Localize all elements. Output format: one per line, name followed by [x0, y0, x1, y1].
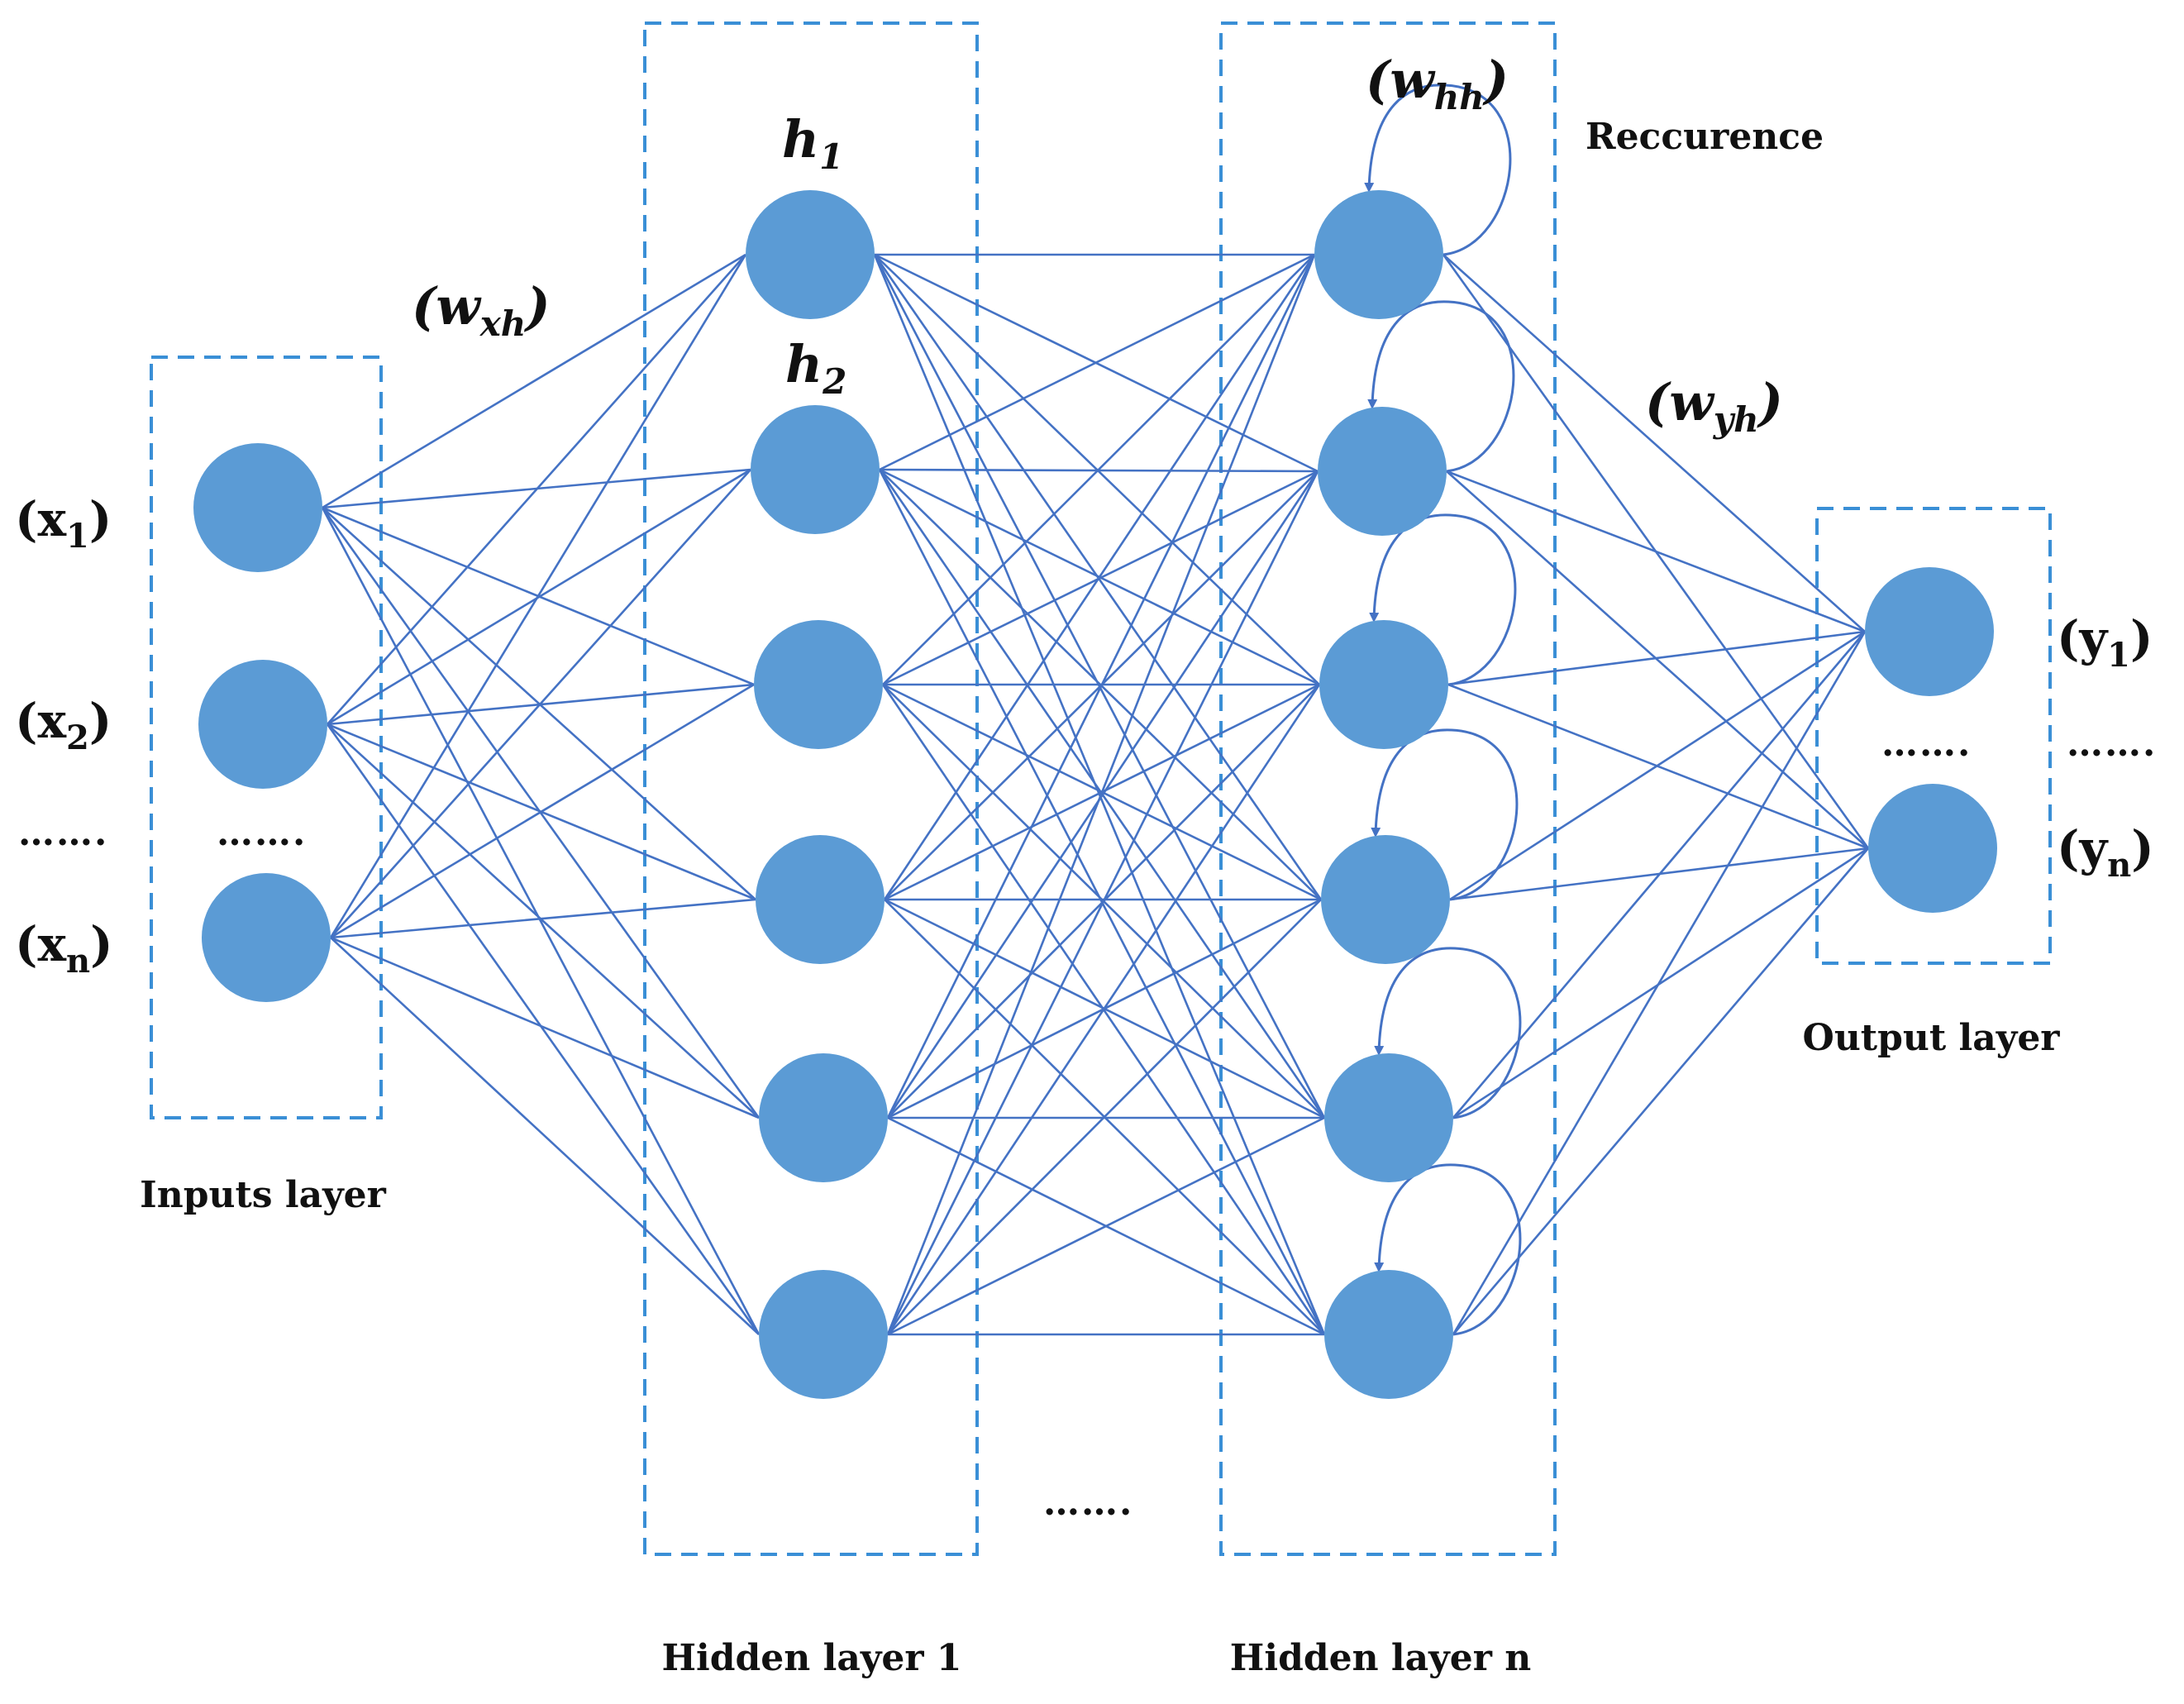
edge-hidden1-hiddenN-6-5 [887, 1116, 1325, 1336]
edge-hidden1-hiddenN-1-6 [873, 254, 1326, 1335]
hidden1-node-4 [756, 835, 885, 964]
hidden-label-h1: h1 [782, 109, 843, 177]
input-label-x1: (x1) [15, 491, 112, 556]
edge-input-hidden1-2-5 [327, 723, 760, 1119]
hiddenN-node-3 [1319, 620, 1448, 749]
edge-input-hidden1-3-2 [330, 469, 751, 938]
hidden1-node-6 [759, 1270, 888, 1399]
recurrence-loop-4 [1371, 728, 1519, 901]
edge-hidden1-hiddenN-2-1 [879, 253, 1315, 471]
ellipsis-output-labels: ……. [2067, 723, 2157, 765]
ellipsis-input-nodes: ……. [217, 812, 307, 854]
hidden-layer-n-label: Hidden layer n [1230, 1637, 1531, 1679]
recurrence-loop-2 [1367, 300, 1515, 473]
edge-hidden1-hiddenN-6-1 [886, 254, 1316, 1335]
edge-hidden1-hiddenN-3-1 [882, 254, 1315, 685]
hidden-layer-1-label: Hidden layer 1 [661, 1637, 961, 1679]
output-label-yn: (yn) [2057, 820, 2154, 885]
recurrence-loop-6 [1374, 1163, 1522, 1336]
ellipsis-output-nodes: ……. [1881, 723, 1972, 765]
recurrence-label: Reccurence [1586, 116, 1824, 158]
edge-hidden1-hiddenN-3-2 [882, 470, 1319, 686]
edges [321, 253, 1870, 1336]
edge-input-hidden1-1-1 [322, 253, 746, 509]
edge-hidden1-hiddenN-6-2 [886, 470, 1319, 1335]
edge-hidden1-hiddenN-4-1 [883, 254, 1316, 900]
edge-hiddenN-output-3-2 [1447, 683, 1869, 850]
edge-hiddenN-output-2-1 [1446, 470, 1866, 633]
edge-hidden1-hiddenN-5-2 [886, 470, 1319, 1119]
hiddenN-node-4 [1321, 835, 1450, 964]
input-label-x2: (x2) [15, 693, 112, 757]
recurrence-loop-3 [1369, 513, 1517, 686]
hidden1-node-3 [754, 620, 883, 749]
weight-label-wyh: (wyh) [1645, 372, 1783, 440]
recurrence-loops [1364, 84, 1522, 1336]
edge-hiddenN-output-2-2 [1446, 470, 1869, 849]
edge-hiddenN-output-6-1 [1452, 631, 1867, 1335]
input-layer-box [150, 356, 383, 1119]
input-layer-label: Inputs layer [140, 1174, 387, 1216]
weight-label-wxh: (wxh) [412, 276, 551, 344]
input-node-2 [198, 660, 327, 789]
edge-input-hidden1-3-5 [330, 936, 760, 1119]
edge-hiddenN-output-5-2 [1452, 847, 1869, 1119]
hiddenN-node-6 [1324, 1270, 1453, 1399]
hidden-label-h2: h2 [785, 334, 846, 402]
input-node-1 [193, 443, 322, 572]
hiddenN-node-1 [1314, 190, 1443, 319]
input-node-3 [202, 873, 331, 1002]
hidden1-node-5 [759, 1053, 888, 1182]
edge-input-hidden1-3-4 [330, 898, 756, 939]
hidden-layer-n-box [1219, 21, 1557, 1556]
recurrence-loop-5 [1374, 947, 1522, 1119]
nodes [193, 190, 1997, 1399]
output-label-y1: (y1) [2057, 610, 2153, 675]
ellipsis-between-hidden: ……. [1043, 1482, 1133, 1524]
input-label-xn: (xn) [15, 916, 113, 981]
output-node-1 [1865, 567, 1994, 696]
output-layer-label: Output layer [1802, 1017, 2060, 1059]
output-layer-box [1815, 507, 2052, 965]
hidden1-node-1 [746, 190, 875, 319]
edge-hiddenN-output-6-2 [1452, 847, 1869, 1335]
edge-input-hidden1-1-6 [321, 507, 761, 1335]
output-node-2 [1868, 784, 1997, 913]
edge-hiddenN-output-5-1 [1452, 631, 1866, 1119]
hidden1-node-2 [751, 405, 880, 534]
ellipsis-input-labels: ……. [18, 812, 108, 854]
edge-input-hidden1-2-1 [327, 254, 746, 725]
edge-hiddenN-output-4-1 [1449, 630, 1866, 901]
edge-hiddenN-output-3-1 [1447, 630, 1866, 686]
edge-input-hidden1-3-6 [330, 937, 760, 1335]
edge-hidden1-hiddenN-6-3 [886, 684, 1321, 1335]
edge-input-hidden1-3-1 [329, 254, 747, 938]
edge-input-hidden1-2-2 [327, 468, 751, 726]
hiddenN-node-2 [1318, 407, 1447, 536]
edge-input-hidden1-3-3 [330, 683, 755, 939]
edge-hidden1-hiddenN-6-4 [887, 899, 1322, 1335]
weight-label-whh: (whh) [1366, 50, 1509, 117]
hidden-layer-1-box [643, 21, 979, 1556]
recurrence-loop-1 [1364, 84, 1512, 256]
edge-hidden1-hiddenN-5-1 [886, 254, 1316, 1119]
edge-hiddenN-output-1-1 [1442, 254, 1866, 632]
hiddenN-node-5 [1324, 1053, 1453, 1182]
